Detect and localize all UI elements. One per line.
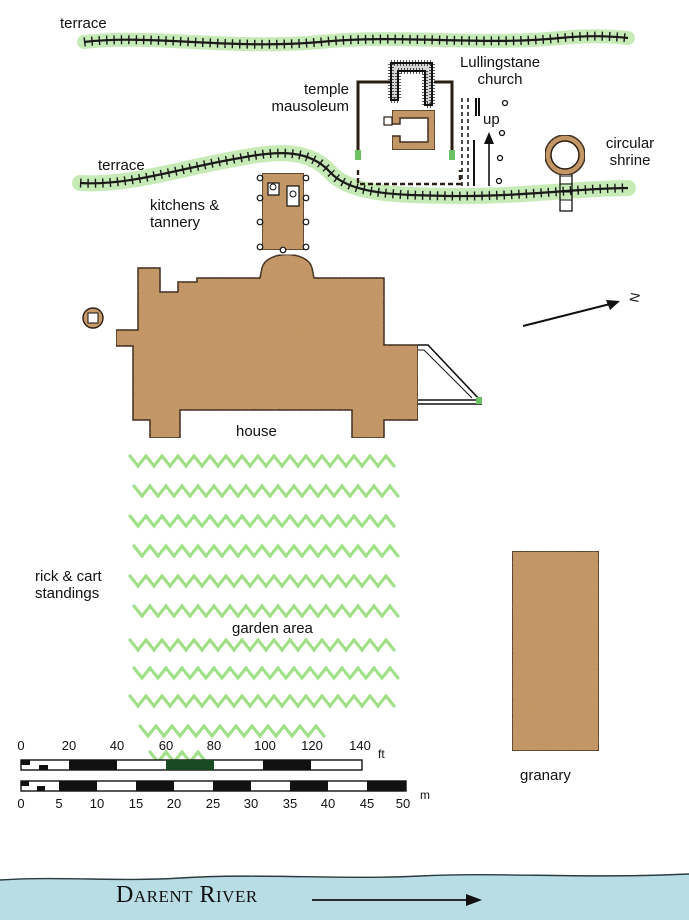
house-plan bbox=[115, 253, 482, 439]
feet-tick: 120 bbox=[301, 738, 323, 753]
garden-vegetation bbox=[128, 453, 400, 765]
river-label: Darent River bbox=[116, 882, 258, 908]
metre-tick: 15 bbox=[128, 796, 144, 811]
metre-unit-label: m bbox=[420, 788, 430, 802]
temple-mausoleum-label: temple mausoleum bbox=[271, 81, 349, 115]
granary-plan bbox=[511, 550, 600, 752]
lullingstane-church-label: Lullingstane church bbox=[459, 54, 541, 88]
rick-cart-label: rick & cart standings bbox=[35, 568, 102, 602]
scale-bar-metres bbox=[20, 780, 407, 792]
circular-shrine-plan bbox=[544, 134, 586, 212]
feet-tick: 100 bbox=[254, 738, 276, 753]
metre-tick: 35 bbox=[282, 796, 298, 811]
metre-tick: 30 bbox=[243, 796, 259, 811]
metre-tick: 50 bbox=[395, 796, 411, 811]
house-label: house bbox=[236, 423, 277, 440]
scale-bar-feet bbox=[20, 759, 363, 771]
river bbox=[0, 873, 689, 920]
feet-tick: 140 bbox=[349, 738, 371, 753]
temple-mausoleum-plan bbox=[355, 80, 462, 186]
metre-tick: 40 bbox=[320, 796, 336, 811]
circular-shrine-label: circular shrine bbox=[605, 135, 655, 169]
feet-unit-label: ft bbox=[378, 747, 385, 761]
garden-label: garden area bbox=[232, 620, 313, 637]
well bbox=[82, 307, 104, 329]
north-arrow bbox=[522, 300, 620, 327]
metre-tick: 20 bbox=[166, 796, 182, 811]
terrace-mid bbox=[72, 145, 636, 205]
metre-tick: 5 bbox=[55, 796, 63, 811]
up-label: up bbox=[483, 111, 500, 128]
terrace-top bbox=[77, 29, 635, 52]
feet-tick: 0 bbox=[17, 738, 25, 753]
feet-tick: 80 bbox=[206, 738, 222, 753]
metre-tick: 45 bbox=[359, 796, 375, 811]
terrace-top-label: terrace bbox=[60, 15, 107, 32]
church-plan bbox=[388, 60, 435, 108]
metre-tick: 0 bbox=[17, 796, 25, 811]
granary-label: granary bbox=[520, 767, 571, 784]
kitchens-tannery-label: kitchens & tannery bbox=[150, 197, 220, 231]
feet-tick: 40 bbox=[109, 738, 125, 753]
feet-tick: 60 bbox=[158, 738, 174, 753]
terrace-mid-label: terrace bbox=[98, 157, 145, 174]
feet-tick: 20 bbox=[61, 738, 77, 753]
metre-tick: 10 bbox=[89, 796, 105, 811]
metre-tick: 25 bbox=[205, 796, 221, 811]
kitchens-plan bbox=[256, 172, 310, 254]
stair-marks bbox=[461, 98, 509, 186]
